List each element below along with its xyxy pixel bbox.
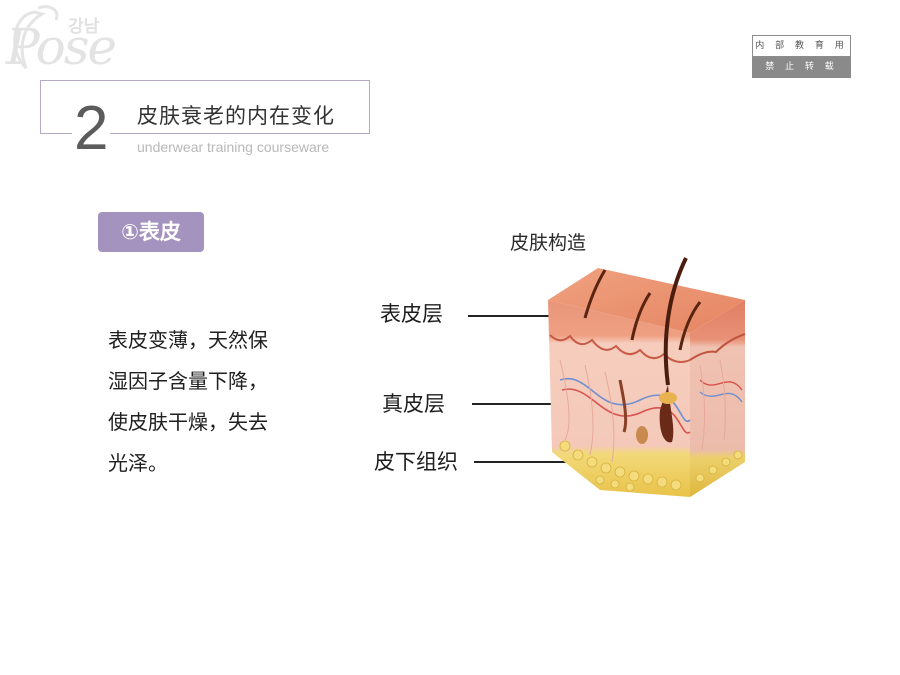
section-subtitle: underwear training courseware (137, 139, 334, 155)
skin-structure-illustration (468, 257, 746, 497)
logo-script-text: Pose (6, 18, 117, 76)
internal-use-label: 内 部 教 育 用 (752, 35, 851, 57)
label-dermis: 真皮层 (382, 392, 445, 416)
section-number: 2 (72, 94, 111, 163)
internal-use-tag: 内 部 教 育 用 禁 止 转 载 (752, 35, 851, 78)
section-header-frame (40, 80, 370, 134)
diagram-title: 皮肤构造 (510, 232, 587, 254)
body-line: 表皮变薄，天然保 (108, 328, 268, 352)
no-reprint-label: 禁 止 转 载 (752, 57, 851, 78)
section-title: 皮肤衰老的内在变化 (137, 104, 335, 128)
topic-pill: ①表皮 (98, 212, 204, 252)
brand-logo: Pose 강남 (4, 2, 124, 76)
logo-swirl-icon (13, 5, 59, 70)
body-line: 光泽。 (108, 451, 168, 475)
label-subcutaneous: 皮下组织 (374, 450, 458, 474)
body-line: 使皮肤干燥，失去 (108, 410, 268, 434)
body-text: 表皮变薄，天然保 湿因子含量下降， 使皮肤干燥，失去 光泽。 (108, 320, 298, 484)
label-epidermis: 表皮层 (380, 302, 443, 326)
logo-korean-text: 강남 (68, 17, 100, 37)
body-line: 湿因子含量下降， (108, 369, 268, 393)
